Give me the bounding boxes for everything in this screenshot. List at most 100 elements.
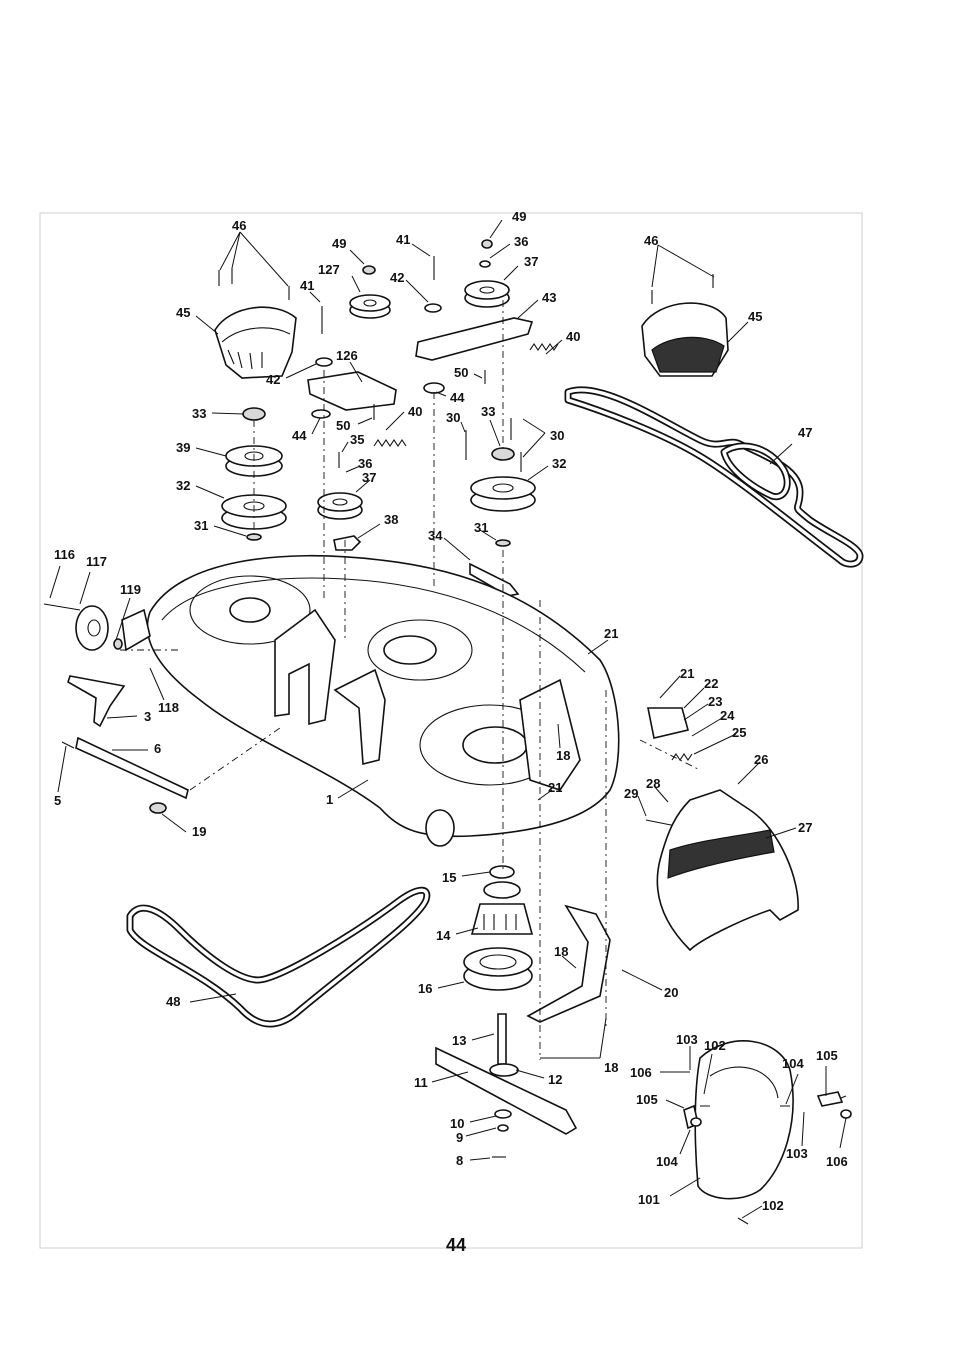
label-42-right: 42	[390, 270, 404, 285]
label-30-left: 30	[446, 410, 460, 425]
label-40-left: 40	[408, 404, 422, 419]
bracket-38	[334, 536, 360, 550]
belt-47	[568, 390, 860, 564]
label-102-bottom: 102	[762, 1198, 784, 1213]
label-18-baffle: 18	[554, 944, 568, 959]
label-41-right: 41	[396, 232, 410, 247]
label-21-deck: 21	[548, 780, 562, 795]
discharge-chute-27	[657, 790, 798, 950]
label-47: 47	[798, 425, 812, 440]
label-37-left: 37	[362, 470, 376, 485]
label-118: 118	[158, 700, 179, 715]
label-19: 19	[192, 824, 206, 839]
label-13: 13	[452, 1033, 466, 1048]
spring-40-left	[374, 440, 406, 446]
label-41-left: 41	[300, 278, 314, 293]
label-11: 11	[414, 1075, 428, 1090]
label-39: 39	[176, 440, 190, 455]
bracket-126	[308, 372, 396, 410]
bolts-30	[466, 418, 521, 472]
label-18-deck: 18	[556, 748, 570, 763]
label-49-left: 49	[332, 236, 346, 251]
label-119: 119	[120, 582, 141, 597]
nut-49-right	[482, 240, 492, 248]
nut-33-right	[492, 448, 514, 460]
label-22: 22	[704, 676, 718, 691]
label-116: 116	[54, 547, 75, 562]
label-45-left: 45	[176, 305, 190, 320]
label-44-left: 44	[292, 428, 307, 443]
bearing-15	[490, 866, 514, 878]
label-104-left: 104	[656, 1154, 678, 1169]
label-28: 28	[646, 776, 660, 791]
label-50-left: 50	[336, 418, 350, 433]
bar-6	[76, 738, 188, 798]
label-1: 1	[326, 792, 333, 807]
label-33-right: 33	[481, 404, 495, 419]
label-46-left: 46	[232, 218, 246, 233]
label-6: 6	[154, 741, 161, 756]
label-127: 127	[318, 262, 340, 277]
label-10: 10	[450, 1116, 464, 1131]
label-101: 101	[638, 1192, 660, 1207]
label-106-right: 106	[826, 1154, 848, 1169]
label-31-right: 31	[474, 520, 488, 535]
label-31-left: 31	[194, 518, 208, 533]
washer-42-left	[316, 358, 332, 366]
label-5: 5	[54, 793, 61, 808]
label-37-right: 37	[524, 254, 538, 269]
spindle-shaft-13	[498, 1014, 506, 1064]
deck-housing-1	[147, 556, 618, 846]
label-3: 3	[144, 709, 151, 724]
label-49-right: 49	[512, 209, 526, 224]
wheel-assembly-left	[44, 604, 150, 650]
label-24: 24	[720, 708, 735, 723]
label-9: 9	[456, 1130, 463, 1145]
label-50-right: 50	[454, 365, 468, 380]
washer-44-left	[312, 410, 330, 418]
label-38: 38	[384, 512, 398, 527]
pin-5	[62, 742, 74, 748]
label-30-right: 30	[550, 428, 564, 443]
idler-37-left	[318, 493, 362, 519]
label-48: 48	[166, 994, 180, 1009]
label-14: 14	[436, 928, 451, 943]
idler-arm-43	[416, 318, 532, 360]
label-25: 25	[732, 725, 746, 740]
label-21-top: 21	[604, 626, 618, 641]
label-12: 12	[548, 1072, 562, 1087]
label-40-right: 40	[566, 329, 580, 344]
label-35: 35	[350, 432, 364, 447]
spacer-16	[464, 948, 532, 990]
label-8: 8	[456, 1153, 463, 1168]
washer-42-right	[425, 304, 441, 312]
label-103-left: 103	[676, 1032, 698, 1047]
washer-10	[495, 1110, 511, 1118]
belt-cover-left	[215, 307, 296, 378]
label-16: 16	[418, 981, 432, 996]
label-32-left: 32	[176, 478, 190, 493]
belt-cover-right	[642, 303, 728, 376]
label-21-mount: 21	[680, 666, 694, 681]
label-18-bottom: 18	[604, 1060, 618, 1075]
label-46-right: 46	[644, 233, 658, 248]
washer-36-right	[480, 261, 490, 267]
washer-31-right	[496, 540, 510, 546]
washer-44-right	[424, 383, 444, 393]
bracket-3	[68, 676, 124, 726]
blade-adapter-12	[490, 1064, 518, 1076]
label-36-left: 36	[358, 456, 372, 471]
label-15: 15	[442, 870, 456, 885]
label-32-right: 32	[552, 456, 566, 471]
nut-33-left	[243, 408, 265, 420]
label-102-top: 102	[704, 1038, 726, 1053]
label-126: 126	[336, 348, 358, 363]
bolt-19	[150, 803, 166, 813]
label-36-right: 36	[514, 234, 528, 249]
label-103-right: 103	[786, 1146, 808, 1161]
idler-37-right	[465, 281, 509, 307]
label-27: 27	[798, 820, 812, 835]
label-23: 23	[708, 694, 722, 709]
label-44-right: 44	[450, 390, 465, 405]
